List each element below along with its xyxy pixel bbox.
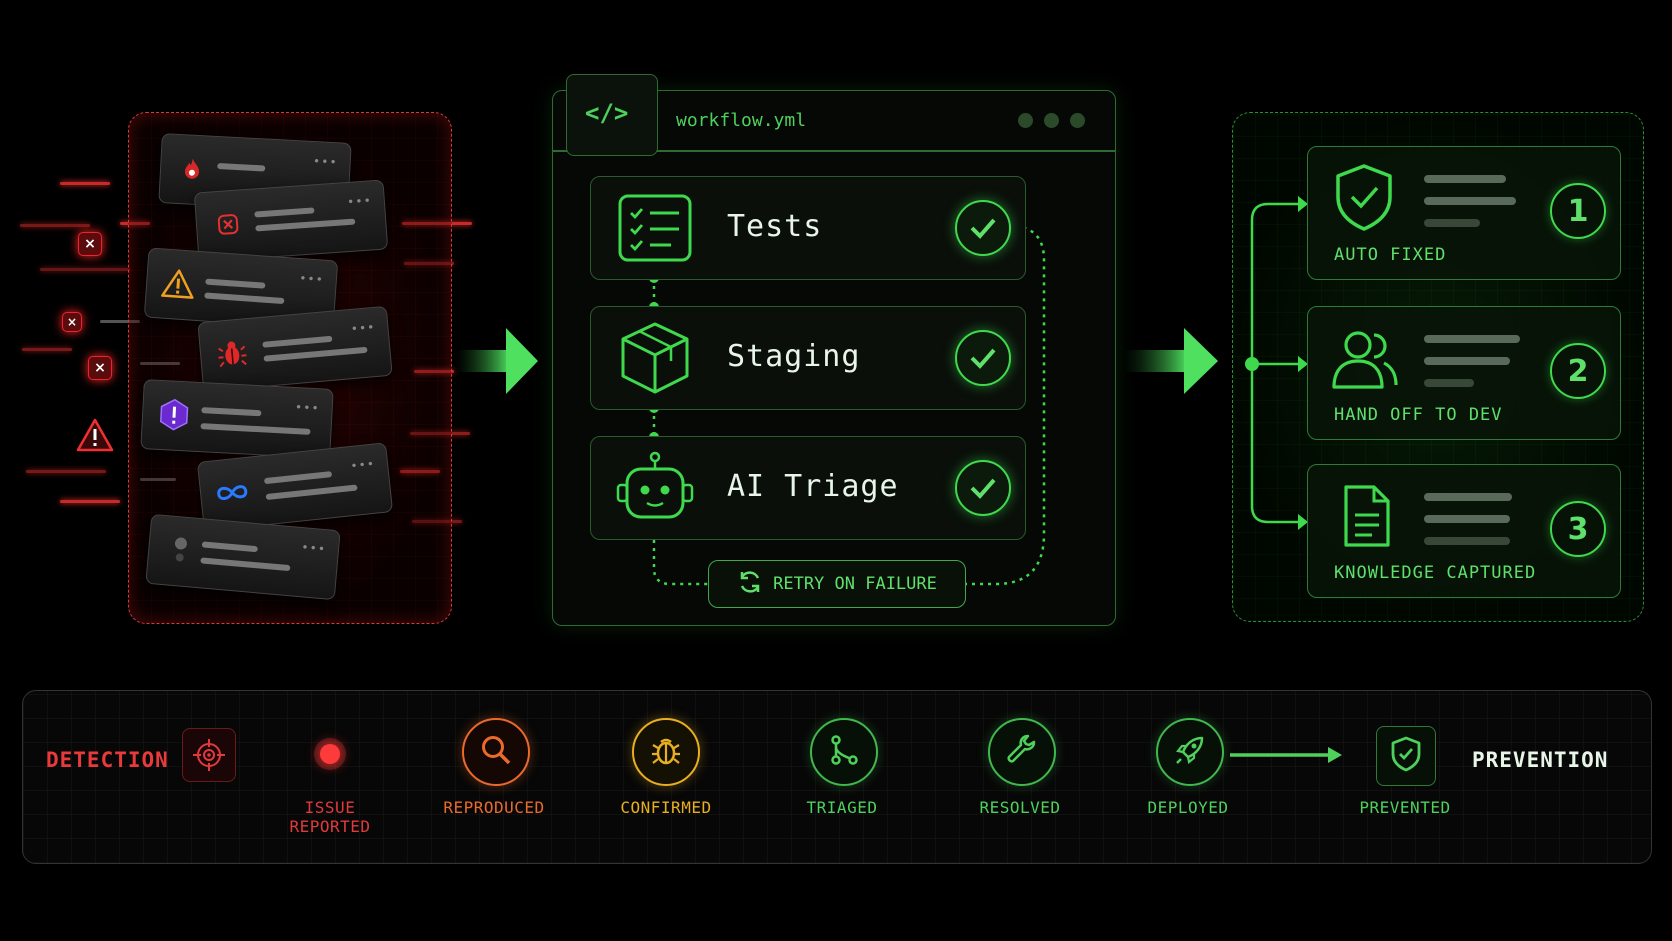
stage-deployed[interactable] xyxy=(1156,718,1224,786)
outcome-number: 1 xyxy=(1550,183,1606,239)
check-icon xyxy=(955,200,1011,256)
error-x-icon xyxy=(210,206,246,242)
outcome-number: 3 xyxy=(1550,501,1606,557)
rocket-icon xyxy=(1173,733,1207,771)
stage-resolved[interactable] xyxy=(988,718,1056,786)
workflow-filename: workflow.yml xyxy=(676,110,807,131)
issue-card: ••• xyxy=(143,247,339,331)
issue-card: ••• xyxy=(197,305,393,393)
outcome-label: KNOWLEDGE CAPTURED xyxy=(1334,563,1537,583)
outcome-number: 2 xyxy=(1550,343,1606,399)
bug-icon xyxy=(214,335,251,372)
check-icon xyxy=(955,460,1011,516)
document-icon xyxy=(1342,483,1392,553)
timeline-start-label: DETECTION xyxy=(46,748,169,772)
retry-on-failure-button[interactable]: RETRY ON FAILURE xyxy=(708,560,966,608)
stage-label: TRIAGED xyxy=(806,798,878,817)
error-x-icon: × xyxy=(62,312,82,332)
outcome-label: AUTO FIXED xyxy=(1334,245,1447,265)
target-icon xyxy=(182,728,236,782)
stage-label-line: REPORTED xyxy=(289,817,371,836)
window-control-dot[interactable] xyxy=(1044,113,1059,128)
flow-arrow xyxy=(456,326,540,400)
exclamation-icon xyxy=(156,397,192,433)
loop-icon xyxy=(214,474,251,511)
outcome-card-knowledge[interactable]: 3 KNOWLEDGE CAPTURED xyxy=(1307,464,1621,598)
timeline-end-label: PREVENTION xyxy=(1472,748,1609,772)
fire-alert-icon xyxy=(174,151,210,187)
outcome-card-hand-off[interactable]: 2 HAND OFF TO DEV xyxy=(1307,306,1621,440)
stage-triaged[interactable] xyxy=(810,718,878,786)
outcome-label: HAND OFF TO DEV xyxy=(1334,405,1503,425)
stage-confirmed[interactable] xyxy=(632,718,700,786)
wrench-icon xyxy=(1005,733,1039,771)
blank-icon xyxy=(162,532,199,569)
step-label: Tests xyxy=(727,209,823,244)
outcome-card-auto-fixed[interactable]: 1 AUTO FIXED xyxy=(1307,146,1621,280)
outcome-branches xyxy=(1245,196,1308,530)
stage-label: PREVENTED xyxy=(1359,798,1451,817)
window-header-divider xyxy=(552,150,1116,152)
step-label: AI Triage xyxy=(727,469,899,504)
timeline-track xyxy=(250,747,1342,763)
error-x-icon: × xyxy=(78,232,102,256)
package-icon xyxy=(619,321,691,399)
error-x-icon: × xyxy=(88,356,112,380)
stage-label: DEPLOYED xyxy=(1147,798,1229,817)
search-icon xyxy=(479,733,513,771)
stage-label: ISSUE REPORTED xyxy=(250,798,410,836)
stage-label: RESOLVED xyxy=(979,798,1061,817)
users-icon xyxy=(1330,327,1400,395)
issue-card: ••• xyxy=(196,442,394,532)
noise-lines xyxy=(0,0,472,523)
retry-label: RETRY ON FAILURE xyxy=(773,574,937,594)
stage-label: REPRODUCED xyxy=(443,798,545,817)
robot-icon xyxy=(615,451,695,527)
issue-card: ••• xyxy=(145,513,341,601)
warning-icon xyxy=(160,265,196,301)
window-control-dot[interactable] xyxy=(1018,113,1033,128)
shield-check-icon xyxy=(1390,736,1422,776)
bug-icon xyxy=(649,733,683,771)
window-control-dot[interactable] xyxy=(1070,113,1085,128)
workflow-step-ai-triage[interactable]: AI Triage xyxy=(590,436,1026,540)
issue-card: ••• xyxy=(193,179,389,263)
workflow-step-staging[interactable]: Staging xyxy=(590,306,1026,410)
step-label: Staging xyxy=(727,339,861,374)
branch-icon xyxy=(827,733,861,771)
issue-card: ••• xyxy=(158,133,352,213)
code-icon: </> xyxy=(585,99,629,127)
checklist-icon xyxy=(617,193,693,267)
stage-label-line: ISSUE xyxy=(304,798,356,817)
flow-arrow xyxy=(1124,326,1220,400)
stage-reproduced[interactable] xyxy=(462,718,530,786)
code-file-tab: </> xyxy=(566,74,658,156)
refresh-icon xyxy=(737,569,763,600)
workflow-step-tests[interactable]: Tests xyxy=(590,176,1026,280)
issue-card: ••• xyxy=(140,379,334,459)
check-icon xyxy=(955,330,1011,386)
shield-check-icon xyxy=(1334,163,1394,235)
warning-icon xyxy=(76,418,114,456)
stage-issue-reported[interactable] xyxy=(298,722,362,786)
dot-icon xyxy=(320,744,340,764)
stage-label: CONFIRMED xyxy=(620,798,712,817)
stage-prevented[interactable] xyxy=(1376,726,1436,786)
